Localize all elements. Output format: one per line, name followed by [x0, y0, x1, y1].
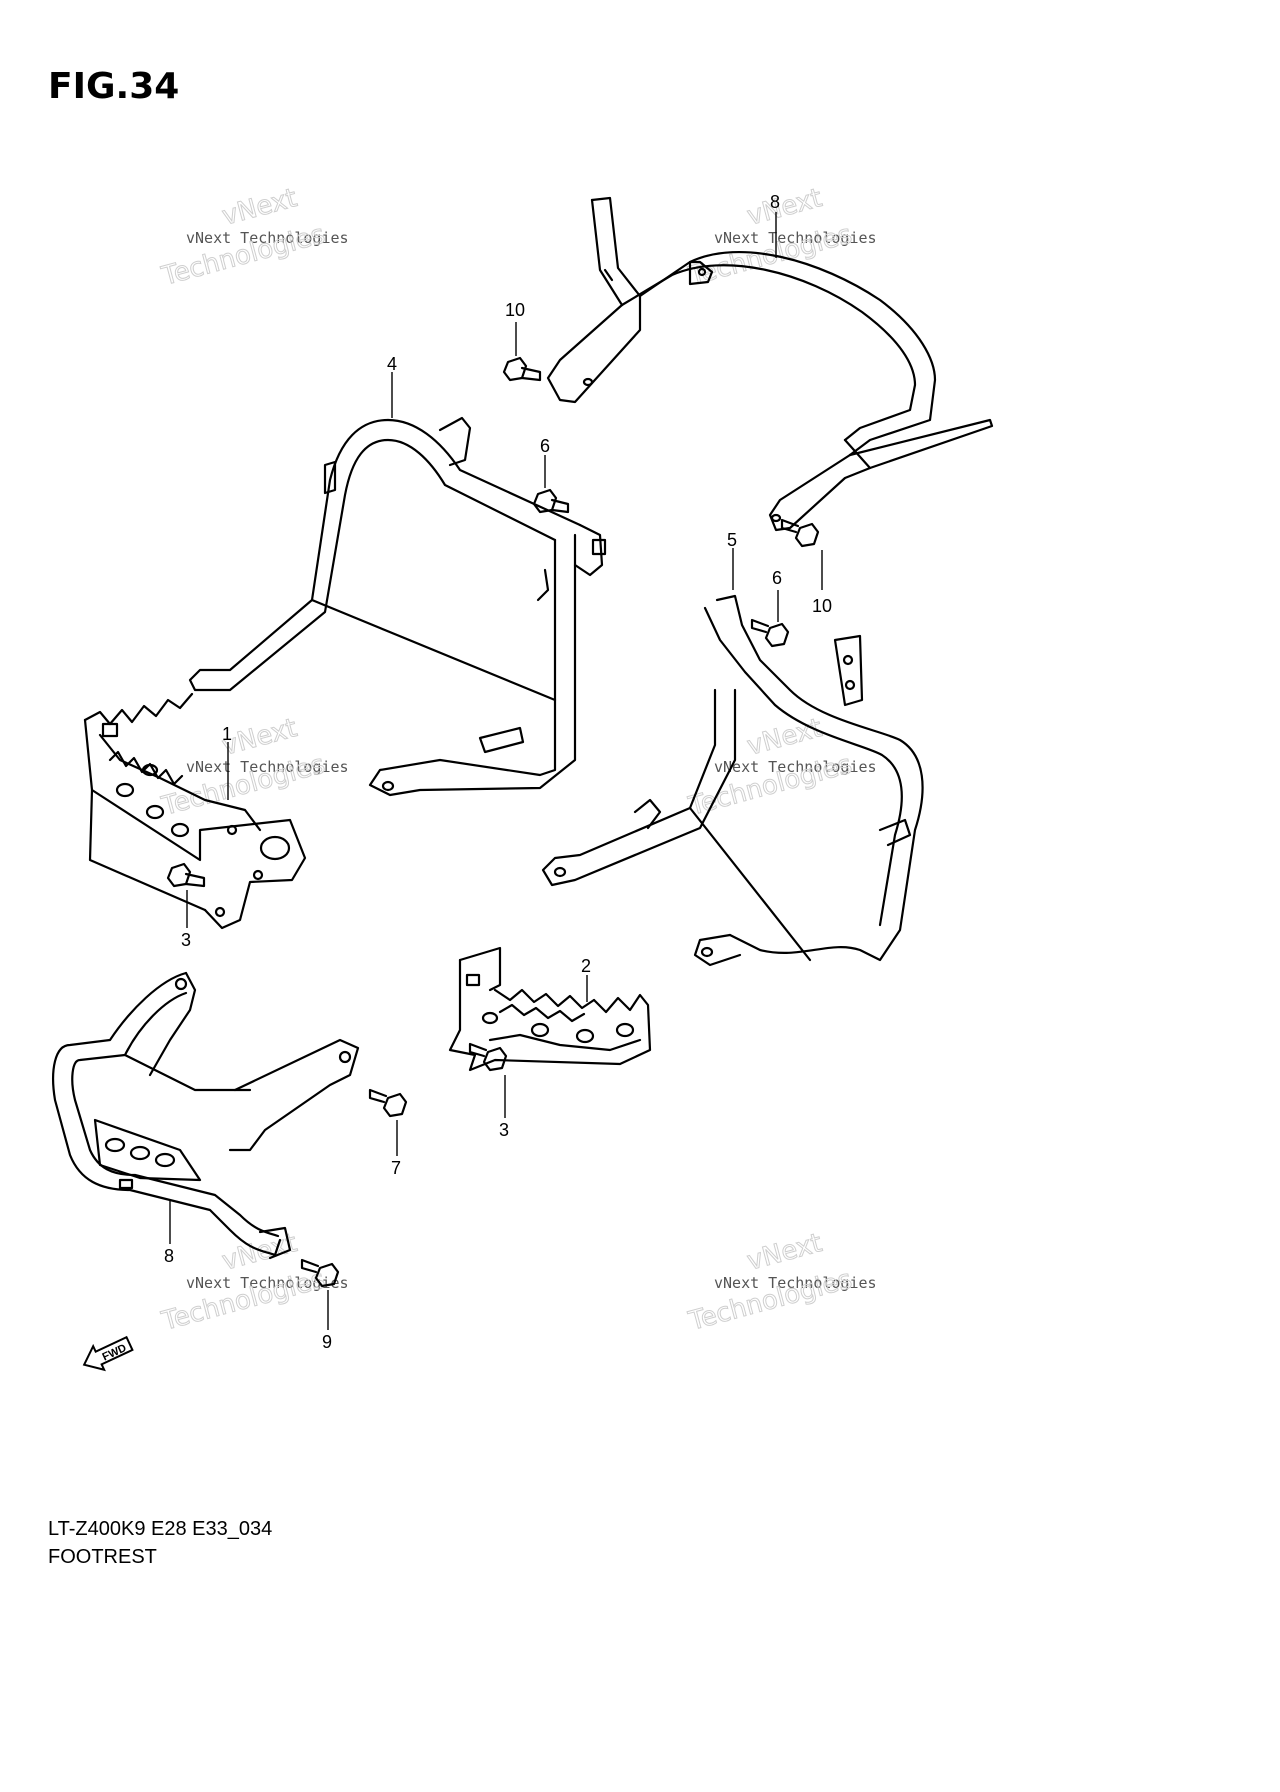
part-4-frame-left	[188, 416, 607, 797]
bolt-8-mid	[368, 1088, 408, 1118]
leader-lines	[169, 212, 823, 1330]
watermark-mid-right: vNext vNext Technologies Technologies	[685, 713, 877, 823]
svg-text:vNext: vNext	[744, 1228, 825, 1277]
watermark-top-left: vNext vNext Technologies Technologies	[158, 183, 349, 293]
bolt-6-top	[532, 488, 570, 514]
bolt-3-left	[166, 862, 206, 888]
watermark-bottom-right: vNext vNext Technologies Technologies	[685, 1228, 877, 1338]
callout-1: 1	[222, 724, 232, 744]
bolt-10-right	[780, 518, 820, 548]
svg-text:vNext Technologies: vNext Technologies	[186, 1274, 349, 1292]
svg-text:vNext Technologies: vNext Technologies	[186, 758, 349, 776]
svg-text:vNext Technologies: vNext Technologies	[714, 1274, 877, 1292]
part-5-frame-right	[541, 594, 924, 967]
callout-6-top: 6	[540, 436, 550, 456]
callout-7: 8	[164, 1246, 174, 1266]
callout-4: 4	[387, 354, 397, 374]
svg-text:vNext: vNext	[219, 183, 300, 232]
callout-8-mid: 7	[391, 1158, 401, 1178]
callout-10-top: 10	[505, 300, 525, 320]
callout-5: 5	[727, 530, 737, 550]
part-7-guard	[52, 971, 360, 1260]
svg-text:vNext: vNext	[219, 1228, 300, 1277]
bolt-3-right	[468, 1042, 508, 1072]
bolt-6-right	[750, 618, 790, 648]
part-1-footpeg-left	[83, 692, 307, 930]
bolt-10-top	[502, 356, 542, 382]
svg-text:vNext Technologies: vNext Technologies	[714, 758, 877, 776]
callout-3-left: 3	[181, 930, 191, 950]
watermark-mid-left: vNext vNext Technologies Technologies	[158, 713, 349, 823]
callout-3-right: 3	[499, 1120, 509, 1140]
callout-6-right: 6	[772, 568, 782, 588]
callout-labels: 8 10 4 6 10 6 5 1 3 2 3 7 8 9	[164, 192, 832, 1352]
part-9-bracket-right	[546, 196, 994, 532]
bolt-8-bottom	[300, 1258, 340, 1288]
callout-10-right: 10	[812, 596, 832, 616]
callout-8-bottom: 9	[322, 1332, 332, 1352]
fwd-arrow-icon: FWD	[82, 1335, 134, 1372]
svg-text:vNext: vNext	[744, 183, 825, 232]
svg-text:vNext Technologies: vNext Technologies	[186, 229, 349, 247]
footer-section-title: FOOTREST	[48, 1546, 157, 1568]
watermark-top-right: vNext vNext Technologies Technologies	[685, 183, 877, 293]
part-2-footpeg-right	[448, 946, 652, 1072]
figure-title: FIG.34	[48, 66, 180, 107]
callout-9: 8	[770, 192, 780, 212]
fwd-label: FWD	[101, 1342, 129, 1363]
svg-text:vNext: vNext	[744, 713, 825, 762]
svg-text:vNext Technologies: vNext Technologies	[714, 229, 877, 247]
callout-2: 2	[581, 956, 591, 976]
footer-model-code: LT-Z400K9 E28 E33_034	[48, 1518, 273, 1540]
